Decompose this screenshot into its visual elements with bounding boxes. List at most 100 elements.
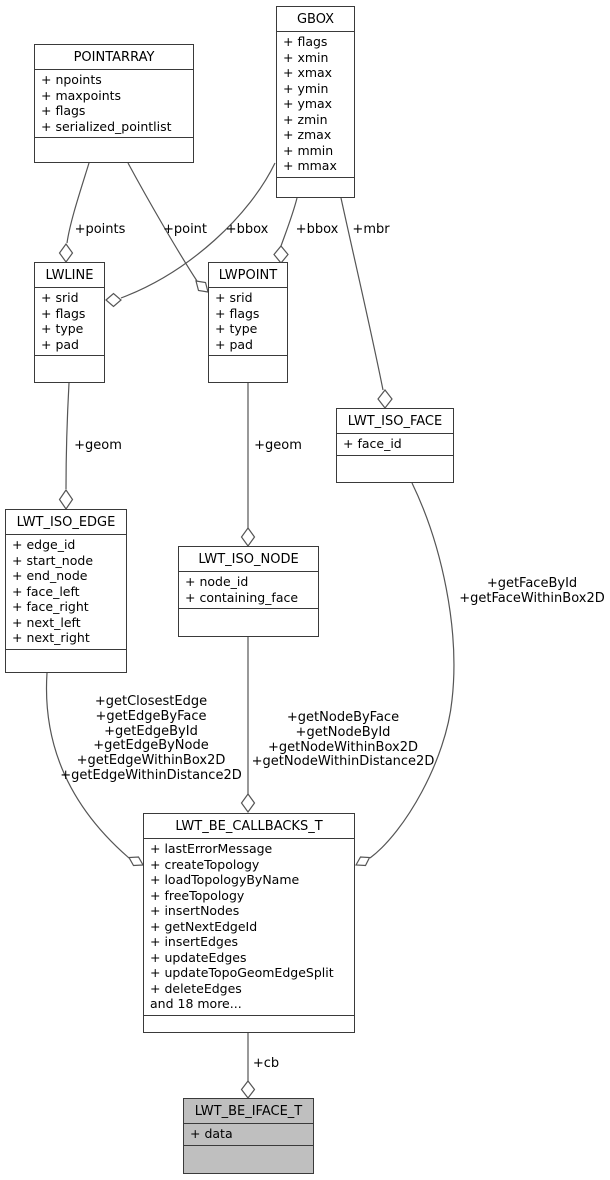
edge-label-edge-callbacks: +getClosestEdge +getEdgeByFace +getEdgeB… xyxy=(60,694,242,783)
class-attribute: + edge_id xyxy=(12,537,76,552)
aggregation-diamond-callbacks-right xyxy=(355,856,371,867)
class-attribute: and 18 more... xyxy=(150,996,242,1011)
edge-pointarray-lwline xyxy=(66,162,90,244)
class-attribute: + next_left xyxy=(12,614,81,630)
class-title: LWT_BE_IFACE_T xyxy=(184,1099,313,1124)
edge-label-mbr: +mbr xyxy=(352,222,390,237)
aggregation-diamond-isoedge-top xyxy=(58,488,74,511)
edge-gbox-lwpoint xyxy=(280,197,298,247)
class-attribute: + type xyxy=(41,321,84,336)
aggregation-diamond-isonode-top xyxy=(240,526,256,548)
class-title: LWPOINT xyxy=(209,263,287,288)
edge-label-face-callbacks: +getFaceById +getFaceWithinBox2D xyxy=(459,576,605,606)
class-attribute: + pad xyxy=(215,336,253,352)
class-title: GBOX xyxy=(277,7,354,32)
class-empty-section xyxy=(6,650,126,673)
class-title: LWT_ISO_NODE xyxy=(179,547,318,572)
class-attrs: + flags+ xmin+ xmax+ ymin+ ymax+ zmin+ z… xyxy=(277,32,354,178)
class-attribute: + flags xyxy=(41,103,86,118)
class-attribute: + flags xyxy=(215,305,260,321)
class-attrs: + lastErrorMessage+ createTopology+ load… xyxy=(144,839,354,1016)
class-attrs: + srid+ flags+ type+ pad xyxy=(209,288,287,356)
class-empty-section xyxy=(277,178,354,198)
class-title: LWLINE xyxy=(35,263,104,288)
edge-label-cb: +cb xyxy=(252,1056,280,1071)
aggregation-diamond-lwline-right xyxy=(105,292,122,308)
class-attribute: + flags xyxy=(41,305,86,321)
class-attribute: + insertEdges xyxy=(150,934,239,949)
edge-pointarray-lwpoint xyxy=(127,162,198,282)
class-attribute: + face_right xyxy=(12,599,89,614)
class-attribute: + insertNodes xyxy=(150,903,240,918)
class-empty-section xyxy=(144,1016,354,1033)
class-attribute: + updateEdges xyxy=(150,949,247,965)
class-lwt-iso-face[interactable]: LWT_ISO_FACE + face_id xyxy=(336,408,454,483)
class-title: LWT_BE_CALLBACKS_T xyxy=(144,814,354,839)
class-empty-section xyxy=(35,138,193,162)
class-attribute: + ymin xyxy=(283,80,329,96)
aggregation-diamond-lwpoint-left xyxy=(195,280,209,293)
edge-gbox-isoface xyxy=(340,197,384,391)
edge-label-points: +points xyxy=(74,222,126,237)
class-attribute: + type xyxy=(215,321,258,336)
aggregation-diamond-callbacks-top xyxy=(240,792,256,814)
edge-label-geom-edge: +geom xyxy=(74,438,122,453)
class-empty-section xyxy=(209,356,287,382)
edge-gbox-lwline xyxy=(120,162,276,299)
class-gbox[interactable]: GBOX + flags+ xmin+ xmax+ ymin+ ymax+ zm… xyxy=(276,6,355,198)
class-attribute: + face_id xyxy=(343,436,402,451)
edge-label-point: +point xyxy=(162,222,208,237)
class-attrs: + node_id+ containing_face xyxy=(179,572,318,609)
aggregation-diamond-lwline-top xyxy=(58,242,74,264)
class-attribute: + node_id xyxy=(185,574,249,589)
class-attribute: + end_node xyxy=(12,568,88,583)
class-attribute: + zmin xyxy=(283,111,328,127)
class-attribute: + pad xyxy=(41,336,79,352)
class-title: POINTARRAY xyxy=(35,45,193,70)
class-attribute: + mmin xyxy=(283,142,334,158)
class-attribute: + xmax xyxy=(283,65,333,80)
class-attribute: + createTopology xyxy=(150,856,260,872)
class-lwt-iso-edge[interactable]: LWT_ISO_EDGE + edge_id+ start_node+ end_… xyxy=(5,509,127,673)
class-attribute: + flags xyxy=(283,34,328,49)
class-lwline[interactable]: LWLINE + srid+ flags+ type+ pad xyxy=(34,262,105,383)
class-attribute: + containing_face xyxy=(185,589,299,605)
class-attrs: + edge_id+ start_node+ end_node+ face_le… xyxy=(6,535,126,650)
class-lwt-be-callbacks-t[interactable]: LWT_BE_CALLBACKS_T + lastErrorMessage+ c… xyxy=(143,813,355,1033)
class-lwpoint[interactable]: LWPOINT + srid+ flags+ type+ pad xyxy=(208,262,288,383)
class-lwt-be-iface-t[interactable]: LWT_BE_IFACE_T + data xyxy=(183,1098,314,1174)
class-pointarray[interactable]: POINTARRAY + npoints+ maxpoints+ flags+ … xyxy=(34,44,194,163)
class-attribute: + mmax xyxy=(283,158,337,173)
class-attrs: + face_id xyxy=(337,434,453,456)
class-lwt-iso-node[interactable]: LWT_ISO_NODE + node_id+ containing_face xyxy=(178,546,319,637)
edge-label-geom-node: +geom xyxy=(254,438,302,453)
class-attribute: + lastErrorMessage xyxy=(150,841,273,856)
class-title: LWT_ISO_FACE xyxy=(337,409,453,434)
class-attrs: + npoints+ maxpoints+ flags+ serialized_… xyxy=(35,70,193,138)
class-attribute: + srid xyxy=(215,290,253,305)
class-attribute: + face_left xyxy=(12,583,80,599)
class-attribute: + maxpoints xyxy=(41,87,122,103)
class-attribute: + freeTopology xyxy=(150,887,245,903)
class-attribute: + updateTopoGeomEdgeSplit xyxy=(150,965,334,980)
class-attribute: + serialized_pointlist xyxy=(41,118,172,134)
class-attribute: + deleteEdges xyxy=(150,980,242,996)
class-attribute: + start_node xyxy=(12,552,94,568)
class-empty-section xyxy=(184,1146,313,1174)
edge-isoface-callbacks xyxy=(369,482,455,859)
class-attribute: + srid xyxy=(41,290,79,305)
class-attribute: + next_right xyxy=(12,630,90,645)
class-attribute: + getNextEdgeId xyxy=(150,918,258,934)
class-attribute: + npoints xyxy=(41,72,102,87)
class-attrs: + data xyxy=(184,1124,313,1146)
class-attrs: + srid+ flags+ type+ pad xyxy=(35,288,104,356)
class-title: LWT_ISO_EDGE xyxy=(6,510,126,535)
edge-label-bbox-line: +bbox xyxy=(225,222,269,237)
aggregation-diamond-lwpoint-top xyxy=(273,245,289,264)
class-attribute: + loadTopologyByName xyxy=(150,872,300,887)
class-attribute: + ymax xyxy=(283,96,333,111)
aggregation-diamond-iface-top xyxy=(240,1080,256,1099)
edge-label-node-callbacks: +getNodeByFace +getNodeById +getNodeWith… xyxy=(251,710,435,770)
aggregation-diamond-callbacks-left xyxy=(128,856,144,867)
class-attribute: + data xyxy=(190,1126,233,1141)
